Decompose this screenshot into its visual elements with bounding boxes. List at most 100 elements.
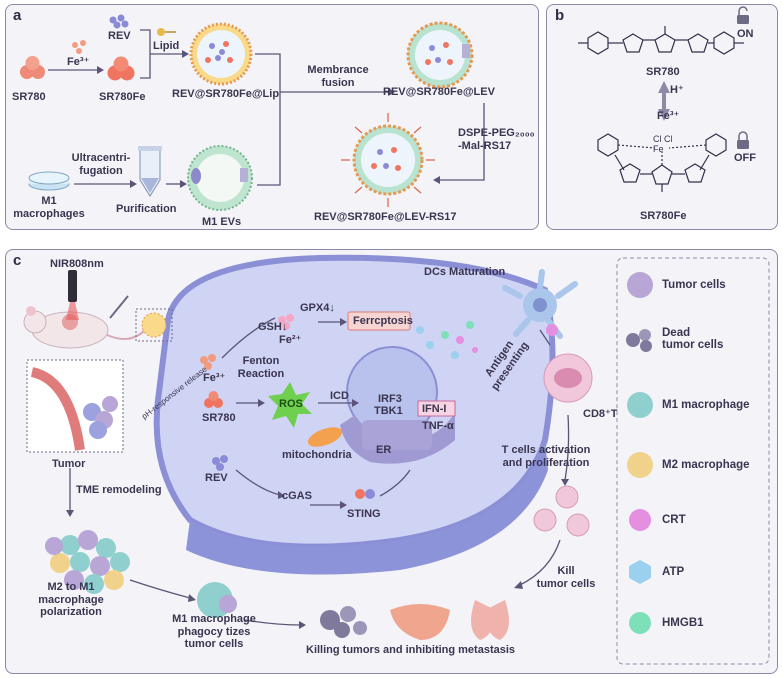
m1-ev-icon [187,145,253,211]
ferroptosis-label: Ferrcptosis [353,315,413,327]
legend-hmgb1-icon [629,612,651,634]
ultracentrifugation-label: Ultracentri- fugation [66,152,136,177]
ifn-label: IFN-I [422,403,447,415]
rev-lev-rs17-label: REV@SR780Fe@LEV-RS17 [314,211,457,223]
legend-atp-icon [629,560,651,584]
tumor-vessel-illustration [30,367,118,451]
c-sr780-label: SR780 [202,412,236,424]
rev-lip-label: REV@SR780Fe@Lip [172,88,280,100]
m1-mac-line1: M1 [41,195,57,207]
legend-atp: ATP [662,566,685,578]
dspe-label: DSPE-PEG₂₀₀₀ -Mal-RS17 [458,127,535,152]
tcell-line1: T cells activation [501,444,591,456]
laser-icon [66,270,79,320]
fe3-ion-icon [200,354,216,370]
gpx4-label: GPX4↓ [300,302,335,314]
ph-switch-arrow-icon [658,81,670,121]
legend-m2: M2 macrophage [662,459,750,471]
gsh-label: GSH↓ [258,321,288,333]
panel-c-label: c [13,252,22,269]
off-label: OFF [734,152,756,164]
rev-label: REV [108,30,131,42]
fe3-label: Fe³⁺ [67,56,90,68]
legend-dead: Dead tumor cells [662,327,723,351]
fe2-ion-icon [278,314,294,330]
nir-label: NIR808nm [50,258,104,270]
m1-evs-label: M1 EVs [202,216,242,228]
purification-label: Purification [116,203,177,215]
ferroptosis-box [347,311,411,331]
m1-macrophages-label: M1 macrophages [13,195,85,220]
petri-dish-icon [28,171,70,191]
legend-dead-line2: tumor cells [662,339,724,351]
c-rev-label: REV [205,472,228,484]
kill-label: Kill tumor cells [531,565,601,590]
lipid-icon [157,28,176,36]
fenton-line2: Reaction [237,367,285,380]
cd8-t-cell-icon [543,353,593,403]
released-particles-icon [416,321,478,359]
cgas-label: cGAS [282,490,312,502]
dead-tumor-cells-icon [320,606,367,638]
fe3-ions-icon [72,40,86,54]
legend-hmgb1: HMGB1 [662,617,704,629]
irf3-label: IRF3 [378,393,402,405]
membrane-fusion-label: Membrance fusion [303,64,373,89]
m2m1-line1: M2 to M1 [47,581,95,593]
m2m1-line2: macrophage [38,593,104,606]
ros-burst-icon [268,382,312,428]
dspe-line2: -Mal-RS17 [458,139,512,152]
m1-phago-line1: M1 macrophage [172,613,256,625]
sting-label: STING [347,508,381,520]
ros-label: ROS [279,398,303,410]
syringe-icon [109,295,129,319]
killing-label: Killing tumors and inhibiting metastasis [306,644,516,656]
c-fe3-label: Fe³⁺ [203,372,226,384]
ultracentri-line1: Ultracentri- [71,152,131,164]
legend-crt-icon [629,509,651,531]
mitochondria-icon [307,427,343,447]
fe2-label: Fe²⁺ [279,334,302,346]
er-label: ER [376,444,392,456]
sr780-molecule-icon [20,56,45,79]
lipid-label: Lipid [153,40,180,52]
rev-lev-label: REV@SR780Fe@LEV [383,86,495,98]
nucleus-illustration [340,346,455,464]
cd8-label: CD8⁺T [583,408,618,420]
lungs-icon [471,600,509,640]
on-label: ON [737,28,754,40]
legend-tumor-cell-icon [627,272,653,298]
m1-mac-line2: macrophages [13,207,85,220]
m1-phago-line3: tumor cells [184,638,244,651]
legend-m1-icon [627,392,653,418]
membrane-fusion-line2: fusion [321,76,355,89]
macrophage-cluster-illustration [45,530,130,594]
fenton-label: Fenton Reaction [232,355,290,380]
mouse-icon [23,306,146,349]
tme-label: TME remodeling [76,484,162,496]
b-fe3-label: Fe³⁺ [657,110,680,122]
lock-closed-icon [737,131,749,149]
sr780-structure [578,26,744,55]
proliferating-t-cells-icon [533,485,590,537]
liposome-icon [189,22,253,86]
m2m1-line3: polarization [40,606,102,619]
crt-marker-icon [546,324,558,336]
dspe-line1: DSPE-PEG₂₀₀₀ [458,127,535,139]
membrane-fusion-line1: Membrance [307,64,369,76]
ifn-box [417,400,456,417]
m2m1-label: M2 to M1 macrophage polarization [26,581,116,619]
fenton-line1: Fenton [242,355,280,367]
rs17-vesicle-icon [341,113,435,207]
panel-a-label: a [13,7,22,24]
ultracentri-line2: fugation [79,164,123,177]
m1-phago-label: M1 macrophage phagocy tizes tumor cells [166,613,262,651]
b-sr780fe-label: SR780Fe [640,210,687,222]
legend-crt: CRT [662,514,686,526]
tbk1-label: TBK1 [374,405,403,417]
legend-tumor-cells: Tumor cells [662,279,726,291]
lev-vesicle-icon [406,21,474,89]
tumor-label: Tumor [52,458,86,470]
